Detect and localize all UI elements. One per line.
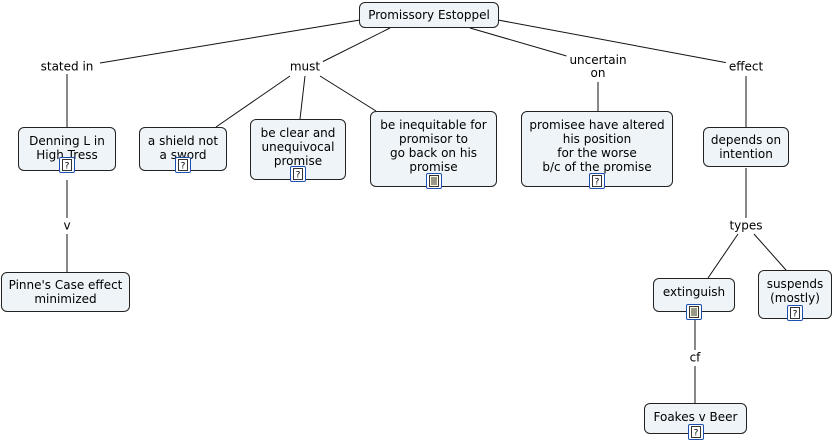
concept-pinnes-case[interactable]: Pinne's Case effect minimized (1, 272, 130, 312)
svg-text:?: ? (65, 162, 70, 172)
concept-label: extinguish (662, 285, 726, 299)
svg-text:?: ? (693, 429, 698, 439)
link-label-types: types (726, 219, 766, 233)
svg-text:?: ? (793, 310, 798, 320)
concept-label: be inequitable for promisor to go back o… (380, 118, 487, 174)
concept-label: a shield not a sword (147, 134, 219, 162)
concept-promisee-altered-position[interactable]: promisee have altered his position for t… (521, 111, 673, 189)
question-doc-icon[interactable]: ? (290, 166, 306, 182)
concept-label: promisee have altered his position for t… (529, 118, 665, 174)
link-label-effect: effect (725, 60, 767, 74)
concept-suspends-mostly[interactable]: suspends (mostly) ? (758, 270, 832, 321)
question-doc-icon[interactable]: ? (175, 157, 191, 173)
link-label-cf: cf (686, 351, 704, 365)
question-doc-icon[interactable]: ? (787, 305, 803, 321)
link-label-stated-in: stated in (37, 60, 97, 74)
text-doc-icon[interactable] (686, 304, 702, 320)
concept-label: Denning L in High Tress (29, 134, 105, 162)
text-doc-icon[interactable] (425, 173, 442, 189)
concept-label: be clear and unequivocal promise (260, 126, 336, 168)
question-doc-icon[interactable]: ? (687, 424, 704, 440)
concept-label: Foakes v Beer (653, 410, 738, 424)
concept-foakes-v-beer[interactable]: Foakes v Beer ? (644, 403, 747, 440)
root-concept-promissory-estoppel[interactable]: Promissory Estoppel (359, 2, 499, 28)
concept-inequitable-go-back[interactable]: be inequitable for promisor to go back o… (370, 111, 497, 189)
question-doc-icon[interactable]: ? (589, 173, 605, 189)
concept-depends-on-intention[interactable]: depends on intention (703, 127, 789, 167)
concept-label: depends on intention (710, 133, 782, 161)
concept-denning-high-tress[interactable]: Denning L in High Tress ? (18, 127, 116, 173)
concept-extinguish[interactable]: extinguish (653, 278, 735, 320)
svg-text:?: ? (296, 171, 301, 181)
link-label-uncertain-on: uncertain on (566, 54, 630, 80)
concept-clear-unequivocal-promise[interactable]: be clear and unequivocal promise ? (250, 119, 346, 182)
concept-shield-not-sword[interactable]: a shield not a sword ? (139, 127, 227, 173)
svg-text:?: ? (595, 178, 600, 188)
link-label-v: v (60, 219, 74, 233)
question-doc-icon[interactable]: ? (59, 157, 75, 173)
concept-label: Pinne's Case effect minimized (8, 278, 123, 306)
concept-label: suspends (mostly) (766, 277, 824, 305)
link-label-must: must (286, 60, 324, 74)
svg-text:?: ? (181, 162, 186, 172)
root-concept-label: Promissory Estoppel (368, 8, 490, 22)
